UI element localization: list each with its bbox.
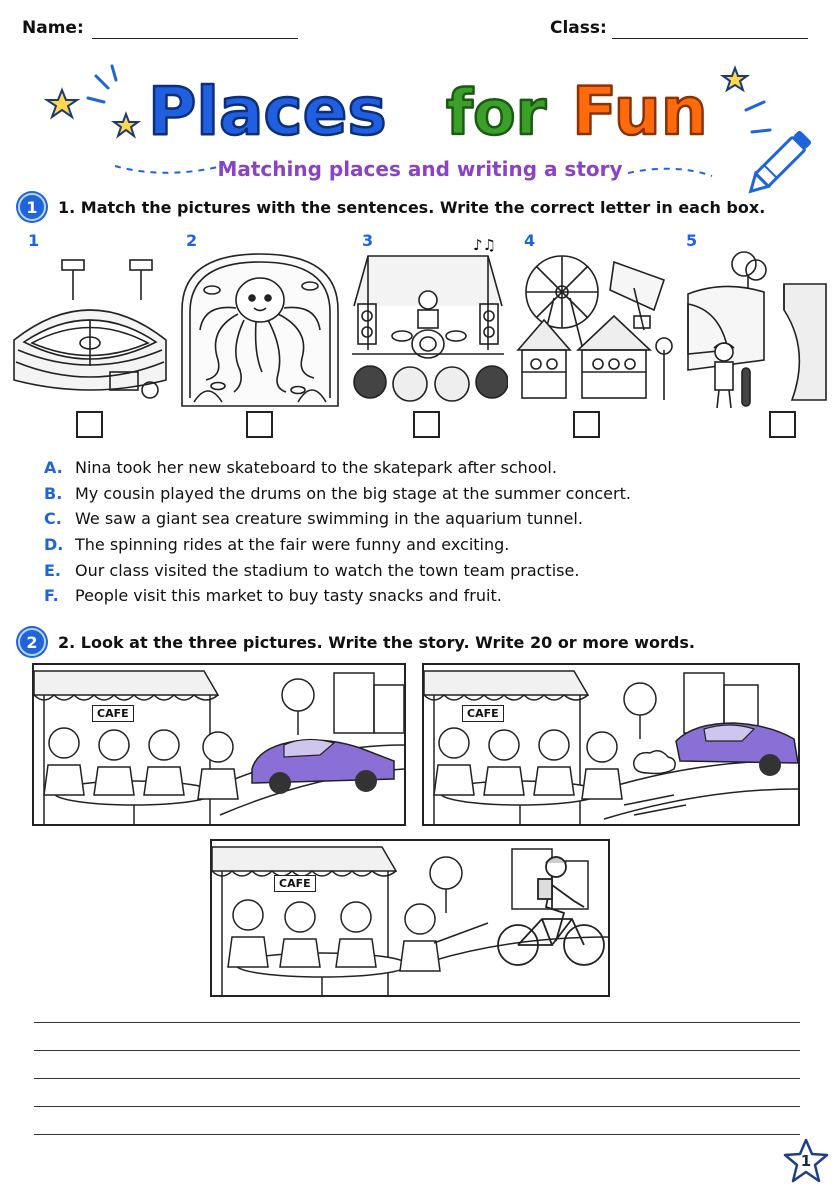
title-word-fun: Fun <box>572 73 708 150</box>
story-panel-3: CAFE <box>210 839 610 997</box>
aquarium-octopus-picture <box>181 253 339 407</box>
question-badge: 1 <box>18 193 46 221</box>
picture-number: 4 <box>524 231 536 250</box>
title-banner: Places Places for Fun <box>0 48 840 198</box>
pencil-icon <box>748 131 811 194</box>
picture-number: 3 <box>362 231 374 250</box>
answer-box-3[interactable] <box>413 411 440 438</box>
answer-box-5[interactable] <box>769 411 796 438</box>
sentence-item: F.People visit this market to buy tasty … <box>44 586 502 606</box>
cafe-sign: CAFE <box>462 705 504 722</box>
sentence-item: D.The spinning rides at the fair were fu… <box>44 535 510 555</box>
concert-stage-picture <box>352 255 508 402</box>
star-icon <box>43 87 81 120</box>
sentence-item: E.Our class visited the stadium to watch… <box>44 560 580 580</box>
sparkle-icon <box>86 64 772 134</box>
stadium-picture <box>13 259 167 399</box>
swoosh-decoration <box>627 167 713 177</box>
purple-car-icon <box>251 738 395 794</box>
star-icon <box>110 111 142 139</box>
star-icon <box>783 1138 829 1183</box>
purple-car-icon <box>675 722 798 776</box>
story-panel-2: CAFE <box>422 663 800 826</box>
svg-text:Places: Places <box>148 73 387 150</box>
class-label: Class: <box>550 18 607 38</box>
cafe-car-speeding-picture <box>424 670 798 824</box>
title-word-places: Places <box>148 73 387 150</box>
question-1-instruction: 1. Match the pictures with the sentences… <box>58 197 766 217</box>
question-2-instruction: 2. Look at the three pictures. Write the… <box>58 632 695 652</box>
answer-box-1[interactable] <box>76 411 103 438</box>
cafe-purple-car-picture <box>34 670 404 824</box>
name-field[interactable] <box>92 38 298 39</box>
subtitle: Matching places and writing a story <box>217 157 623 181</box>
cafe-cyclist-picture <box>212 846 608 995</box>
swoosh-decoration <box>114 165 223 174</box>
writing-line-2[interactable] <box>34 1050 800 1051</box>
page-number: 1 <box>800 1152 812 1170</box>
star-icon <box>719 65 751 93</box>
sentence-item: A.Nina took her new skateboard to the sk… <box>44 458 557 477</box>
answer-box-4[interactable] <box>573 411 600 438</box>
cafe-sign: CAFE <box>274 875 316 892</box>
bicycle-icon <box>497 856 605 966</box>
picture-number: 2 <box>186 231 198 250</box>
class-field[interactable] <box>612 38 808 39</box>
sentence-item: B.My cousin played the drums on the big … <box>44 483 631 503</box>
writing-line-4[interactable] <box>34 1106 800 1107</box>
cafe-sign: CAFE <box>92 705 134 722</box>
picture-number: 5 <box>686 231 698 250</box>
question-badge: 2 <box>18 628 46 656</box>
sentence-list: A.Nina took her new skateboard to the sk… <box>44 455 631 609</box>
writing-line-3[interactable] <box>34 1078 800 1079</box>
fair-rides-picture <box>516 255 673 400</box>
music-note-icon: ♪♫ <box>473 236 497 254</box>
sentence-item: C.We saw a giant sea creature swimming i… <box>44 509 583 529</box>
name-label: Name: <box>22 18 84 38</box>
writing-line-1[interactable] <box>34 1022 800 1023</box>
answer-box-2[interactable] <box>246 411 273 438</box>
page-number-badge: 1 <box>783 1138 829 1184</box>
story-panel-1: CAFE <box>32 663 406 826</box>
picture-number: 1 <box>28 231 40 250</box>
skatepark-picture <box>687 251 827 409</box>
question-1-heading: 1 1. Match the pictures with the sentenc… <box>18 193 765 221</box>
question-2-heading: 2 2. Look at the three pictures. Write t… <box>18 628 695 656</box>
writing-line-5[interactable] <box>34 1134 800 1135</box>
title-word-for: for <box>446 76 547 149</box>
